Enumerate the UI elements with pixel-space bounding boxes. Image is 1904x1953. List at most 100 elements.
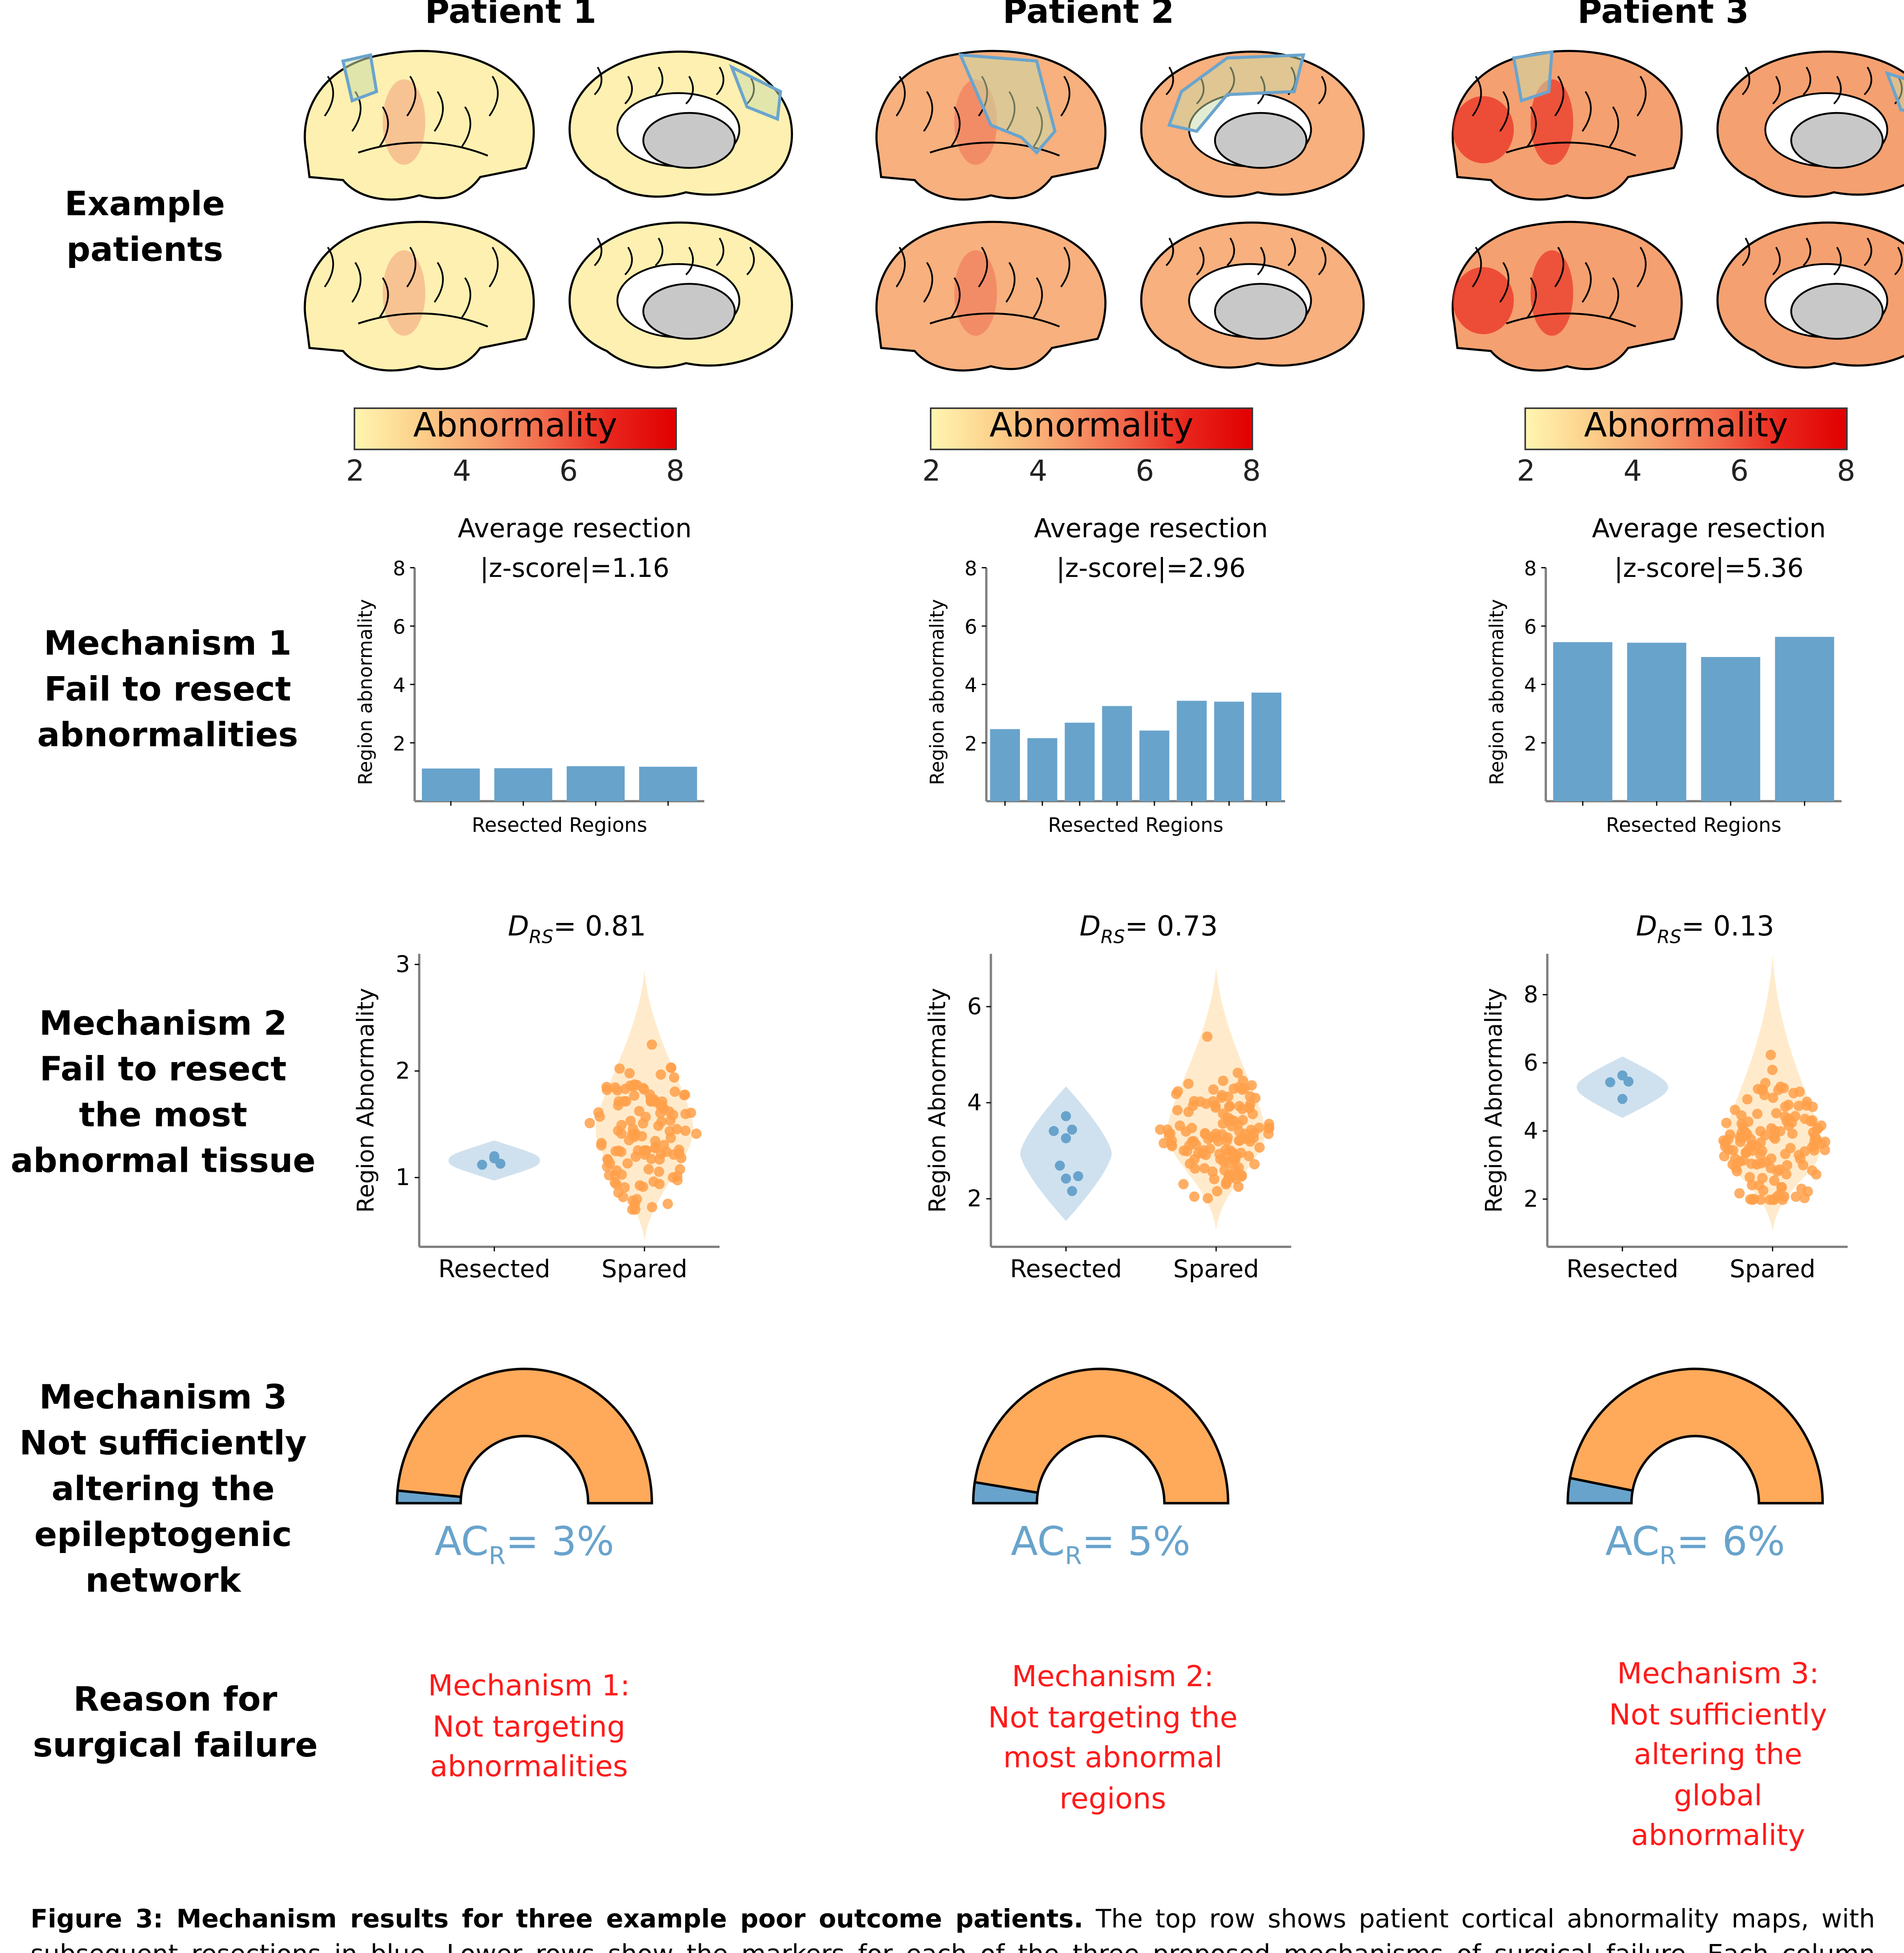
gauge-label: ACR= 5% — [1011, 1518, 1191, 1570]
spared-point — [1172, 1086, 1183, 1097]
spared-point — [1774, 1189, 1785, 1200]
sulcus-line — [950, 277, 961, 318]
spared-point — [691, 1128, 702, 1139]
spared-point — [1190, 1163, 1200, 1174]
sulcus-line — [950, 106, 961, 147]
mechanism-charts: Average resection|z-score|=1.162468Regio… — [352, 513, 1848, 1570]
gauge-label: ACR= 6% — [1605, 1518, 1785, 1570]
spared-point — [1232, 1068, 1243, 1078]
title-symbol: D — [1080, 910, 1101, 942]
y-tick-label: 6 — [965, 615, 977, 638]
sulcus-line — [324, 246, 334, 287]
sulcus-line — [1772, 246, 1781, 275]
x-tick-label: Spared — [1730, 1255, 1816, 1283]
colorbar-tick: 2 — [1516, 455, 1535, 489]
gauge-patient-1: ACR= 3% — [396, 1367, 653, 1570]
sulcus-line — [1554, 76, 1565, 117]
title-value: = 0.81 — [553, 910, 646, 942]
spared-point — [1155, 1124, 1166, 1135]
spared-point — [674, 1148, 684, 1159]
bar-chart-title: |z-score|=5.36 — [1614, 553, 1804, 583]
spared-point — [1787, 1128, 1798, 1139]
violin-chart-title: DRS= 0.73 — [1080, 910, 1218, 948]
spared-point — [1807, 1165, 1818, 1176]
bar — [1214, 702, 1244, 802]
title-subscript: RS — [1101, 927, 1125, 948]
row-label-line: Fail to resect — [44, 671, 291, 710]
spared-point — [1158, 1138, 1169, 1148]
reason-patient-1: Mechanism 1: Not targeting abnormalities — [331, 1666, 727, 1788]
spared-point — [1199, 1163, 1210, 1174]
bar — [422, 768, 480, 802]
spared-point — [640, 1112, 651, 1122]
spared-point — [1802, 1096, 1812, 1107]
y-tick-label: 4 — [1524, 1118, 1538, 1144]
sulcus-line — [379, 106, 389, 147]
row-label-line: patients — [66, 232, 223, 270]
y-tick-label: 6 — [967, 993, 982, 1020]
spared-point — [1233, 1181, 1244, 1192]
spared-point — [1785, 1143, 1796, 1153]
sulcus-line — [1287, 237, 1296, 266]
resected-point — [1067, 1186, 1077, 1196]
row-label-line: abnormalities — [37, 717, 298, 755]
sulcus-line — [895, 246, 906, 287]
spared-point — [1809, 1131, 1820, 1142]
y-tick-label: 4 — [393, 674, 405, 697]
colorbar-tick: 8 — [1837, 455, 1856, 489]
spared-point — [612, 1085, 623, 1096]
spared-point — [1813, 1123, 1824, 1134]
spared-point — [655, 1108, 666, 1118]
bar — [1027, 738, 1057, 802]
colorbar-tick: 4 — [452, 455, 472, 489]
spared-point — [1771, 1108, 1782, 1119]
spared-point — [1780, 1101, 1791, 1112]
spared-point — [1200, 1128, 1210, 1139]
colorbar-tick: 2 — [346, 455, 364, 489]
sulcus-line — [655, 237, 663, 266]
medial-brain-view — [1140, 50, 1365, 198]
y-tick-label: 8 — [965, 557, 977, 580]
spared-point — [1218, 1109, 1229, 1119]
resection-outline — [1167, 53, 1306, 133]
resection-outline — [1512, 50, 1554, 103]
medial-brain-view — [1716, 221, 1904, 369]
spared-violin — [595, 970, 693, 1241]
sulcus-line — [461, 106, 472, 147]
sulcus-line — [1833, 246, 1842, 275]
lateral-brain-view — [1452, 50, 1683, 201]
resected-point — [1061, 1133, 1071, 1143]
sulcus-line — [1609, 277, 1619, 318]
sulcus-line — [1060, 246, 1070, 287]
reason-line: abnormality — [1631, 1819, 1805, 1853]
colorbar-patient-2: Abnormality 2 4 6 8 — [922, 407, 1261, 488]
spared-point — [594, 1111, 605, 1122]
bar-chart-title: |z-score|=2.96 — [1056, 553, 1246, 583]
row-label-line: abnormal tissue — [11, 1143, 316, 1182]
gauge-patient-3: ACR= 6% — [1566, 1367, 1824, 1570]
sulcus-line — [1636, 246, 1647, 287]
colorbar-patient-1: Abnormality 2 4 6 8 — [346, 407, 684, 488]
spared-point — [1210, 1100, 1221, 1111]
resected-point — [1623, 1076, 1634, 1087]
sulcus-line — [895, 76, 906, 117]
lateral-brain-view — [875, 221, 1107, 372]
spared-point — [627, 1195, 638, 1206]
sulcus-line — [488, 246, 499, 287]
spared-point — [622, 1158, 633, 1169]
medial-brain-view — [568, 221, 793, 369]
spared-point — [670, 1086, 680, 1097]
colorbar-tick: 4 — [1029, 455, 1048, 489]
sulcus-line — [1803, 237, 1811, 266]
spared-point — [1734, 1132, 1745, 1143]
medial-wall — [1214, 112, 1307, 169]
title-subscript: RS — [529, 927, 553, 948]
row-label-example: Example patients — [0, 183, 313, 275]
medial-wall — [1790, 112, 1884, 169]
sulcus-line — [461, 277, 472, 318]
gauge-patient-2: ACR= 5% — [972, 1367, 1229, 1570]
spared-point — [621, 1096, 632, 1107]
spared-point — [1179, 1145, 1189, 1156]
sulcus-line — [1581, 91, 1592, 132]
reason-line: Mechanism 1: — [428, 1669, 630, 1703]
